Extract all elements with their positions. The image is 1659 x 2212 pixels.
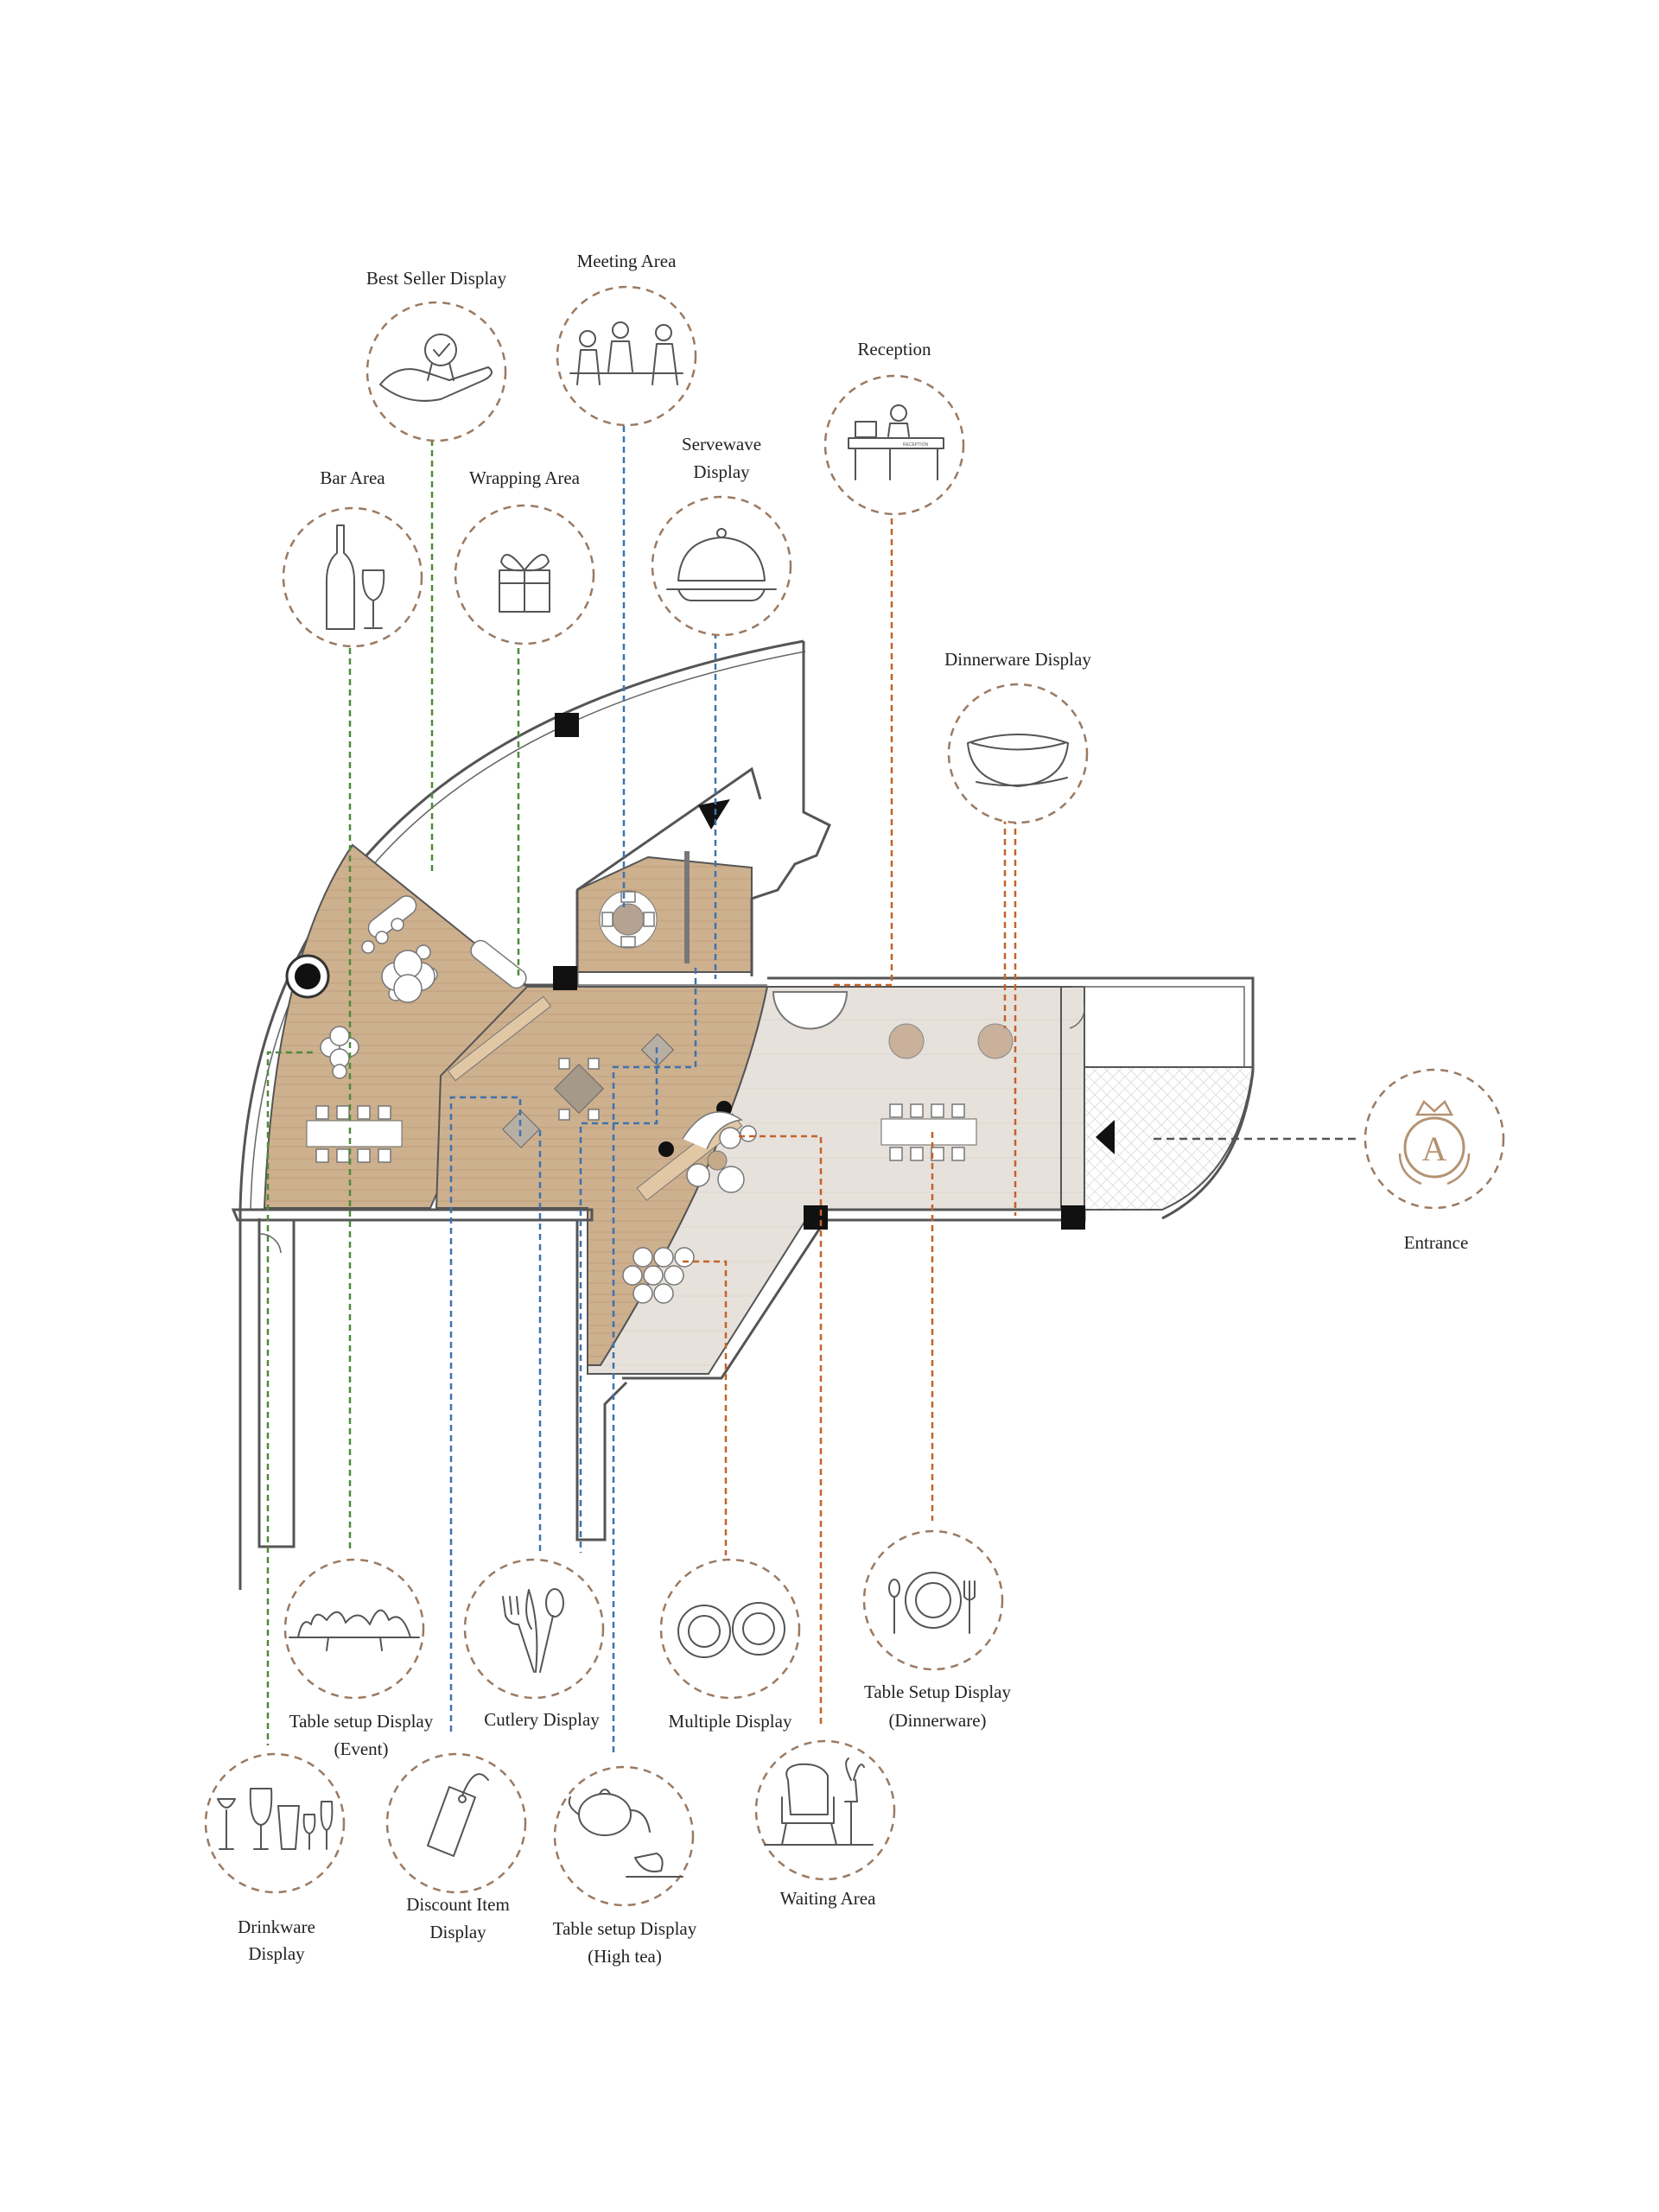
label-discount-2: Display bbox=[429, 1922, 486, 1942]
plate-display-cluster bbox=[622, 1247, 695, 1304]
label-table-dinnerware-2: (Dinnerware) bbox=[888, 1710, 986, 1731]
armchair-icon bbox=[764, 1758, 874, 1846]
callout-entrance: A Entrance bbox=[1363, 1068, 1505, 1253]
label-waiting: Waiting Area bbox=[780, 1888, 877, 1909]
callout-best-seller: Best Seller Display bbox=[365, 268, 507, 442]
meeting-people-icon bbox=[569, 321, 683, 385]
gift-box-icon bbox=[499, 554, 550, 613]
wine-bottle-icon bbox=[326, 524, 385, 630]
label-drinkware-1: Drinkware bbox=[238, 1916, 315, 1937]
label-drinkware-2: Display bbox=[248, 1943, 305, 1964]
floor-plan bbox=[231, 639, 1255, 1590]
callout-meeting: Meeting Area bbox=[556, 251, 697, 427]
price-tag-icon bbox=[427, 1773, 489, 1857]
curved-glass-wall bbox=[238, 639, 804, 1211]
label-cutlery: Cutlery Display bbox=[484, 1709, 600, 1730]
event-table-icon bbox=[289, 1609, 420, 1651]
label-event-2: (Event) bbox=[334, 1738, 389, 1759]
reception-zone-floor bbox=[587, 986, 1062, 1375]
label-bar: Bar Area bbox=[320, 467, 385, 488]
crest-logo-icon: A bbox=[1398, 1099, 1471, 1185]
label-meeting: Meeting Area bbox=[577, 251, 677, 271]
callout-drinkware: Drinkware Display bbox=[204, 1752, 346, 1964]
meeting-table bbox=[599, 890, 658, 949]
callout-reception: Reception RECEPTION bbox=[823, 339, 965, 516]
label-best-seller: Best Seller Display bbox=[366, 268, 507, 289]
callout-wrapping: Wrapping Area bbox=[454, 467, 595, 645]
callout-multiple: Multiple Display bbox=[659, 1558, 801, 1732]
callout-event: Table setup Display (Event) bbox=[283, 1558, 434, 1759]
flower-display-table bbox=[381, 950, 435, 1003]
column bbox=[555, 713, 579, 737]
column bbox=[553, 966, 577, 990]
label-wrapping: Wrapping Area bbox=[469, 467, 581, 488]
label-dinnerware: Dinnerware Display bbox=[944, 649, 1091, 670]
label-multiple: Multiple Display bbox=[669, 1711, 792, 1732]
svg-text:RECEPTION: RECEPTION bbox=[903, 442, 929, 448]
callout-cutlery: Cutlery Display bbox=[463, 1558, 605, 1730]
leader-lines bbox=[266, 426, 1357, 1754]
entrance-arrow-icon bbox=[1096, 1120, 1115, 1154]
label-servewave-2: Display bbox=[693, 461, 750, 482]
callout-servewave: Servewave Display bbox=[651, 434, 792, 637]
plates-icon bbox=[677, 1602, 785, 1658]
label-hightea-2: (High tea) bbox=[588, 1946, 662, 1967]
event-dining-table bbox=[306, 1105, 403, 1163]
cloche-icon bbox=[666, 528, 777, 601]
cutlery-display-table bbox=[554, 1058, 604, 1121]
label-hightea-1: Table setup Display bbox=[553, 1918, 697, 1939]
callout-waiting: Waiting Area bbox=[754, 1739, 896, 1909]
hand-badge-icon bbox=[379, 334, 493, 402]
dinnerware-dining-table bbox=[880, 1103, 977, 1161]
glasses-icon bbox=[217, 1788, 334, 1850]
label-entrance: Entrance bbox=[1404, 1232, 1469, 1253]
label-reception: Reception bbox=[857, 339, 931, 359]
column bbox=[1061, 1205, 1085, 1230]
reception-counter bbox=[772, 991, 849, 1030]
label-table-dinnerware-1: Table Setup Display bbox=[864, 1681, 1011, 1702]
column bbox=[804, 1205, 828, 1230]
callout-dinnerware: Dinnerware Display bbox=[944, 649, 1091, 824]
cutlery-icon bbox=[502, 1588, 564, 1673]
label-event-1: Table setup Display bbox=[289, 1711, 434, 1732]
reception-desk-icon: RECEPTION bbox=[848, 404, 944, 480]
callout-discount: Discount Item Display bbox=[385, 1752, 527, 1942]
label-discount-1: Discount Item bbox=[406, 1894, 510, 1915]
callout-table-dinnerware: Table Setup Display (Dinnerware) bbox=[862, 1529, 1011, 1731]
label-servewave-1: Servewave bbox=[682, 434, 761, 454]
place-setting-icon bbox=[888, 1572, 976, 1634]
callout-hightea: Table setup Display (High tea) bbox=[553, 1765, 697, 1967]
svg-text:A: A bbox=[1422, 1129, 1447, 1168]
callout-bar: Bar Area bbox=[282, 467, 423, 648]
bowl-icon bbox=[967, 734, 1069, 787]
teapot-icon bbox=[568, 1789, 683, 1878]
